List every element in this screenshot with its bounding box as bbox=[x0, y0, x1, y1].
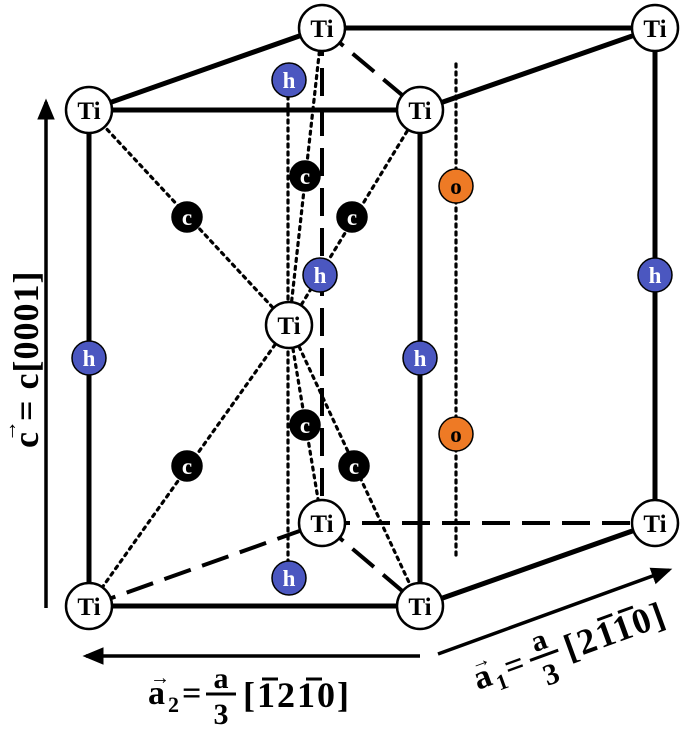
svg-text:h: h bbox=[83, 346, 96, 371]
a1-axis-label: a → 1 = a 3 [2110] bbox=[467, 594, 671, 698]
svg-text:Ti: Ti bbox=[310, 511, 333, 538]
svg-text:c: c bbox=[182, 205, 192, 230]
svg-text:c: c bbox=[300, 413, 310, 438]
a2-index: [1210] bbox=[243, 675, 351, 715]
svg-text:o: o bbox=[450, 174, 462, 199]
svg-text:c: c bbox=[300, 164, 310, 189]
svg-text:Ti: Ti bbox=[277, 313, 300, 340]
svg-text:o: o bbox=[450, 422, 462, 447]
svg-text:→: → bbox=[150, 667, 170, 689]
ti-atom: Ti bbox=[297, 498, 347, 548]
c-site: c bbox=[338, 450, 370, 482]
dashed-edges bbox=[88, 26, 655, 608]
o-site: o bbox=[438, 168, 474, 204]
ti-atom: Ti bbox=[630, 3, 680, 53]
svg-text:Ti: Ti bbox=[77, 594, 100, 621]
h-site: h bbox=[402, 340, 438, 376]
c-site: c bbox=[289, 409, 321, 441]
svg-text:c: c bbox=[347, 205, 357, 230]
a2-vector: a bbox=[148, 675, 165, 712]
edge-top-left bbox=[86, 25, 325, 113]
dotted-center-to-top-back bbox=[287, 26, 324, 327]
c-site: c bbox=[171, 450, 203, 482]
svg-text:h: h bbox=[649, 263, 662, 288]
h-site: h bbox=[271, 62, 307, 98]
a2-fraction-num: a bbox=[214, 662, 229, 695]
a2-fraction-den: 3 bbox=[214, 698, 229, 731]
c-site: c bbox=[289, 160, 321, 192]
a2-axis-label: a → 2 = a 3 [1210] bbox=[148, 662, 351, 731]
o-site: o bbox=[438, 416, 474, 452]
svg-text:c: c bbox=[182, 454, 192, 479]
svg-text:Ti: Ti bbox=[643, 511, 666, 538]
dashed-left-bottom bbox=[88, 521, 323, 608]
ti-atom: Ti bbox=[297, 3, 347, 53]
c-site: c bbox=[336, 201, 368, 233]
c-axis-vector: c bbox=[6, 431, 46, 448]
axis-arrows bbox=[37, 98, 673, 665]
ti-atoms: Ti Ti Ti Ti Ti Ti Ti Ti Ti bbox=[64, 3, 680, 631]
svg-text:h: h bbox=[283, 68, 296, 93]
h-site: h bbox=[302, 257, 338, 293]
c-site: c bbox=[171, 201, 203, 233]
ti-atom-center: Ti bbox=[264, 300, 314, 350]
c-axis-label: c = c[0001] → bbox=[0, 271, 46, 448]
edge-top-right bbox=[417, 25, 658, 113]
c-axis-magnitude: c bbox=[6, 373, 46, 390]
svg-text:c: c bbox=[349, 454, 359, 479]
svg-text:→: → bbox=[0, 420, 21, 442]
ti-atom: Ti bbox=[630, 498, 680, 548]
o-sites: o o bbox=[438, 168, 474, 452]
c-axis-equals: = bbox=[6, 390, 46, 432]
svg-text:c = c[0001]: c = c[0001] bbox=[6, 271, 46, 448]
c-axis-index: [0001] bbox=[6, 271, 46, 373]
a2-equals: = bbox=[182, 675, 201, 712]
svg-text:Ti: Ti bbox=[408, 594, 431, 621]
ti-atom: Ti bbox=[64, 85, 114, 135]
svg-text:Ti: Ti bbox=[408, 98, 431, 125]
h-site: h bbox=[271, 560, 307, 596]
edge-bottom-right bbox=[417, 520, 658, 609]
h-sites: h h h h h h bbox=[71, 62, 673, 596]
svg-text:Ti: Ti bbox=[310, 16, 333, 43]
svg-text:h: h bbox=[414, 346, 427, 371]
svg-text:Ti: Ti bbox=[77, 98, 100, 125]
ti-atom: Ti bbox=[395, 581, 445, 631]
svg-text:h: h bbox=[283, 566, 296, 591]
h-site: h bbox=[637, 257, 673, 293]
a1-axis-arrow bbox=[437, 567, 673, 656]
h-site: h bbox=[71, 340, 107, 376]
a1-fraction-den: 3 bbox=[538, 656, 563, 692]
svg-text:Ti: Ti bbox=[643, 16, 666, 43]
solid-edges bbox=[86, 25, 658, 609]
svg-text:h: h bbox=[314, 263, 327, 288]
ti-atom: Ti bbox=[64, 581, 114, 631]
c-sites: c c c c c c bbox=[171, 160, 370, 482]
ti-atom: Ti bbox=[395, 85, 445, 135]
a2-subscript: 2 bbox=[168, 692, 179, 717]
